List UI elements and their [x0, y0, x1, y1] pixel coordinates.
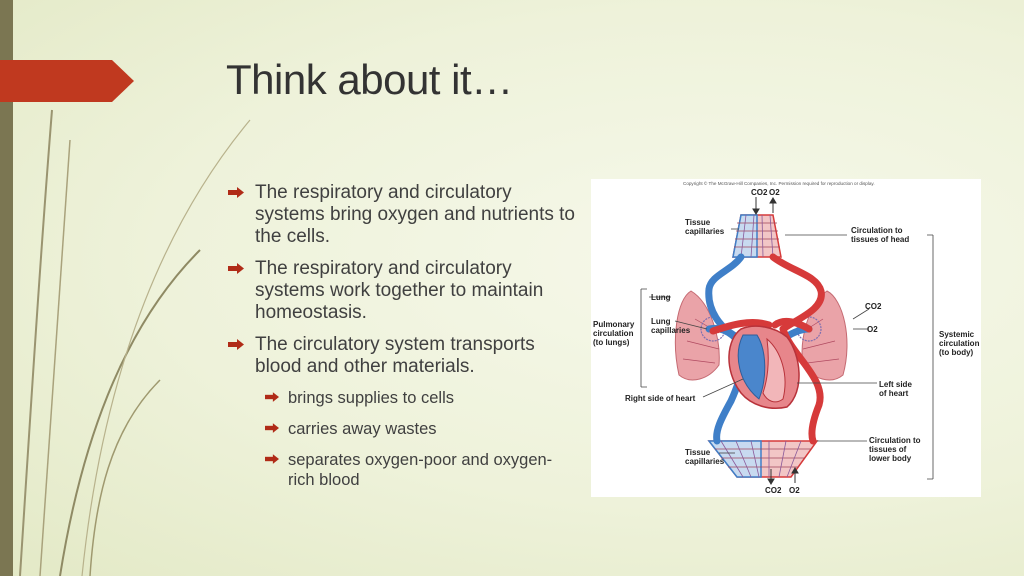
sub-bullet-item: brings supplies to cells [228, 388, 578, 408]
label-systemic-circulation: Systemic [939, 330, 975, 339]
arrow-bullet-icon [265, 454, 279, 464]
label-tissue-capillaries-bottom: Tissue [685, 448, 711, 457]
bullet-content: The respiratory and circulatory systems … [228, 182, 578, 501]
bullet-list: The respiratory and circulatory systems … [228, 182, 578, 490]
decorative-curves [19, 109, 251, 576]
label-right-side-heart: Right side of heart [625, 394, 696, 403]
label-pulmonary-circulation: (to lungs) [593, 338, 630, 347]
label-co2-top: CO2 [751, 188, 768, 197]
label-lung-capillaries: Lung [651, 317, 671, 326]
sub-bullet-item: separates oxygen-poor and oxygen-rich bl… [228, 450, 578, 490]
label-tissue-capillaries-bottom: capillaries [685, 457, 725, 466]
label-left-side-heart: of heart [879, 389, 909, 398]
sub-bullet-item: carries away wastes [228, 419, 578, 439]
bullet-item: The respiratory and circulatory systems … [228, 182, 578, 248]
label-lung: Lung [651, 293, 671, 302]
label-circulation-head: tissues of head [851, 235, 909, 244]
bullet-text: The circulatory system transports blood … [255, 334, 535, 377]
label-pulmonary-circulation: circulation [593, 329, 634, 338]
lower-body-capillary-network [707, 440, 819, 478]
bullet-item: The circulatory system transports blood … [228, 334, 578, 378]
slide-title: Think about it… [226, 56, 513, 103]
bullet-text: The respiratory and circulatory systems … [255, 182, 576, 247]
label-o2-bottom: O2 [789, 486, 800, 495]
label-circulation-lower-body: lower body [869, 454, 912, 463]
sub-bullet-text: brings supplies to cells [288, 389, 454, 407]
label-systemic-circulation: (to body) [939, 348, 974, 357]
label-co2-right: CO2 [865, 302, 882, 311]
label-circulation-lower-body: Circulation to [869, 436, 921, 445]
label-lung-capillaries: capillaries [651, 326, 691, 335]
label-o2-right: O2 [867, 325, 878, 334]
sub-bullet-text: separates oxygen-poor and oxygen-rich bl… [288, 451, 553, 489]
label-tissue-capillaries-top: capillaries [685, 227, 725, 236]
arrow-bullet-icon [265, 392, 279, 402]
label-left-side-heart: Left side [879, 380, 912, 389]
bullet-item: The respiratory and circulatory systems … [228, 258, 578, 324]
circulatory-diagram: Copyright © The McGraw-Hill Companies, I… [591, 179, 981, 497]
label-co2-bottom: CO2 [765, 486, 782, 495]
label-circulation-lower-body: tissues of [869, 445, 907, 454]
circulatory-diagram-graphic: Copyright © The McGraw-Hill Companies, I… [593, 180, 980, 495]
arrow-bullet-icon [228, 187, 244, 198]
bullet-text: The respiratory and circulatory systems … [255, 258, 544, 323]
label-systemic-circulation: circulation [939, 339, 980, 348]
arrow-bullet-icon [228, 263, 244, 274]
head-capillary-network [732, 214, 782, 258]
left-lung [674, 290, 726, 381]
arrow-bullet-icon [265, 423, 279, 433]
arrow-bullet-icon [228, 339, 244, 350]
label-tissue-capillaries-top: Tissue [685, 218, 711, 227]
label-o2-top: O2 [769, 188, 780, 197]
title-accent-tab [0, 60, 134, 102]
label-leader-lines [640, 228, 934, 480]
heart [728, 325, 800, 409]
left-accent-bar [0, 0, 13, 576]
copyright-text: Copyright © The McGraw-Hill Companies, I… [683, 180, 875, 186]
gas-exchange-arrows [752, 197, 799, 485]
label-pulmonary-circulation: Pulmonary [593, 320, 635, 329]
label-circulation-head: Circulation to [851, 226, 903, 235]
sub-bullet-text: carries away wastes [288, 420, 437, 438]
